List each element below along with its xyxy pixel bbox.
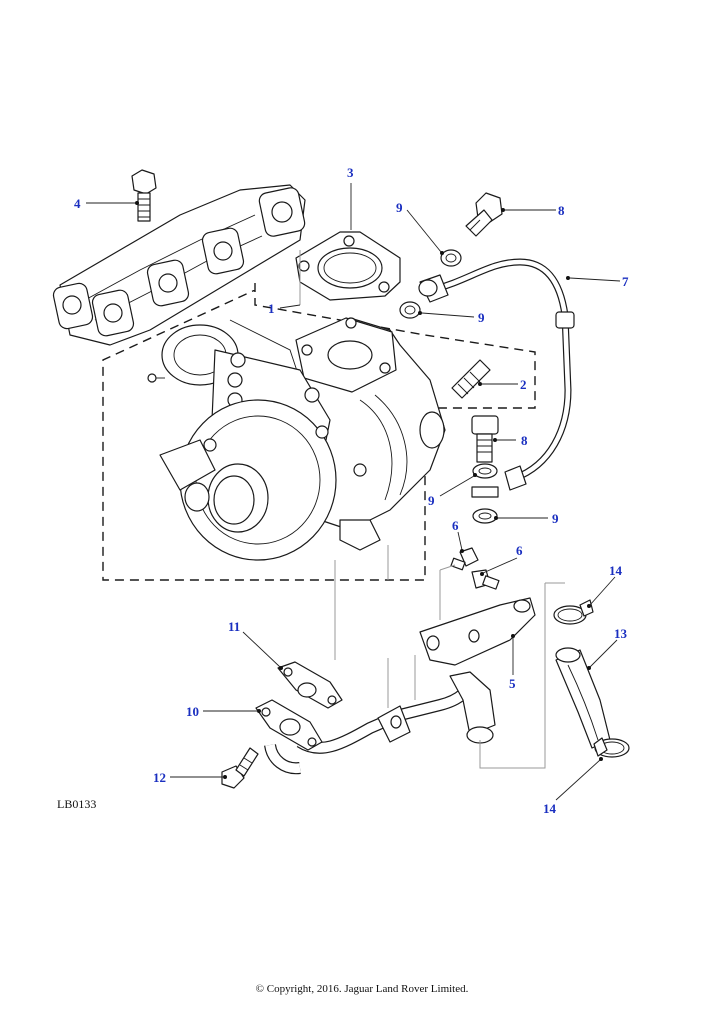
callout-9: 9 <box>552 511 559 526</box>
guide-lines <box>299 250 565 769</box>
washer-9-c <box>472 463 498 479</box>
banjo-bolt-8-top <box>465 192 503 237</box>
washer-9-d <box>472 508 498 524</box>
callout-9: 9 <box>478 310 485 325</box>
callout-14: 14 <box>609 563 623 578</box>
leader-lines <box>86 183 621 801</box>
washer-9-b <box>399 301 421 319</box>
callouts: 3 4 1 2 9 8 7 9 8 9 9 6 6 14 13 11 5 10 … <box>74 165 629 816</box>
callout-14: 14 <box>543 801 557 816</box>
oil-drain-pipe <box>264 671 496 775</box>
callout-5: 5 <box>509 676 516 691</box>
bolt-6-left <box>450 547 479 571</box>
diagram-code: LB0133 <box>57 797 96 811</box>
gasket-10 <box>255 699 323 751</box>
callout-9: 9 <box>396 200 403 215</box>
callout-6: 6 <box>452 518 459 533</box>
hose-clip-14-top <box>553 599 594 625</box>
stud-2 <box>451 359 491 399</box>
callout-12: 12 <box>153 770 166 785</box>
callout-11: 11 <box>228 619 240 634</box>
turbocharger <box>147 317 446 561</box>
oil-feed-pipe-7 <box>418 258 575 491</box>
callout-1: 1 <box>268 301 275 316</box>
callout-13: 13 <box>614 626 628 641</box>
gasket-3 <box>295 231 401 301</box>
gasket-11 <box>277 661 343 709</box>
washer-9-a <box>440 249 462 267</box>
callout-4: 4 <box>74 196 81 211</box>
hose-clip-14-bottom <box>593 737 630 758</box>
callout-10: 10 <box>186 704 199 719</box>
callout-8: 8 <box>521 433 528 448</box>
callout-9: 9 <box>428 493 435 508</box>
bolt-4 <box>131 169 157 222</box>
bolt-12 <box>221 747 259 789</box>
hose-13 <box>555 647 611 749</box>
copyright-notice: © Copyright, 2016. Jaguar Land Rover Lim… <box>255 983 469 995</box>
exhaust-manifold <box>52 184 306 346</box>
callout-8: 8 <box>558 203 565 218</box>
callout-6: 6 <box>516 543 523 558</box>
callout-3: 3 <box>347 165 354 180</box>
banjo-bolt-8-lower <box>471 415 499 463</box>
callout-7: 7 <box>622 274 629 289</box>
callout-2: 2 <box>520 377 527 392</box>
bracket-5 <box>419 597 536 666</box>
bolt-6-right <box>471 569 500 590</box>
